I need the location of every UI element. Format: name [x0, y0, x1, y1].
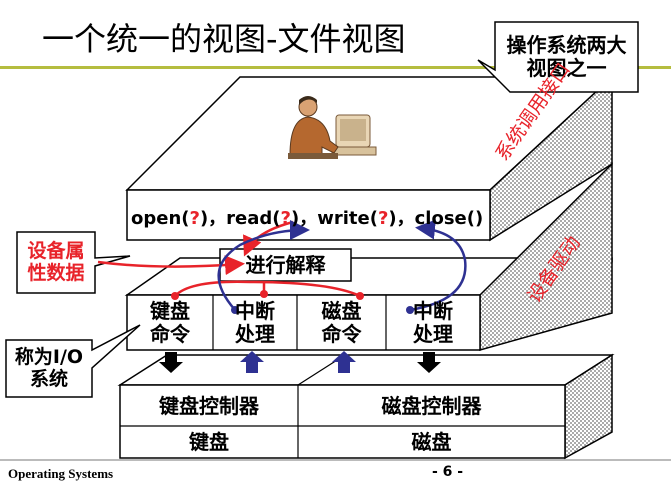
keyboard-controller: 键盘控制器 [159, 393, 259, 418]
red-arrow-to-commands [174, 280, 361, 298]
footer-course-name: Operating Systems [8, 466, 114, 481]
blue-arrow-disk-interrupt [409, 219, 467, 312]
up-arrow-disk [332, 351, 356, 373]
device-attrs-line1: 设备属 [27, 240, 85, 263]
blue-arrow-keyboard-interrupt [217, 220, 310, 311]
device-attrs-line2: 性数据 [27, 262, 85, 284]
red-arrow-from-call [243, 220, 294, 257]
callout-top-right-line2: 视图之一 [526, 56, 607, 80]
hardware-front-face [119, 384, 566, 459]
down-arrow-disk [417, 352, 441, 373]
callout-top-right-frame [477, 21, 639, 93]
hardware-layer [117, 353, 615, 460]
callout-io-system-frame [5, 324, 141, 398]
footer-page-number: - 6 - [432, 464, 464, 480]
driver-cell-disk-interrupt: 中断处理 [413, 299, 453, 346]
up-arrow-keyboard [240, 351, 264, 373]
callout-device-attrs: 设备属性数据 [17, 234, 95, 292]
disk-device: 磁盘 [411, 430, 452, 454]
disk-controller: 磁盘控制器 [381, 393, 482, 418]
callout-device-attrs-frame [16, 231, 131, 294]
io-system-line1: 称为I/O [14, 345, 84, 368]
interpret-box: 进行解释 [245, 252, 326, 277]
callout-top-right: 操作系统两大视图之一 [495, 24, 638, 90]
driver-cell-keyboard-command: 键盘命令 [150, 299, 190, 346]
io-system-line2: 系统 [29, 367, 68, 390]
keyboard-device: 键盘 [189, 430, 229, 454]
api-call-line: open(?)，read(?)，write(?)，close() [131, 208, 484, 229]
driver-cell-disk-command: 磁盘命令 [321, 299, 362, 346]
title-underline [0, 66, 671, 69]
down-arrow-keyboard [159, 352, 183, 373]
user-at-computer-icon [288, 96, 377, 159]
driver-cell-keyboard-interrupt: 中断处理 [235, 299, 275, 346]
driver-front-face [126, 294, 481, 351]
red-arrow-attrs [97, 255, 245, 276]
hardware-top-face [117, 354, 615, 386]
callout-top-right-line1: 操作系统两大 [506, 33, 627, 57]
page-title: 一个统一的视图-文件视图 [42, 20, 406, 58]
